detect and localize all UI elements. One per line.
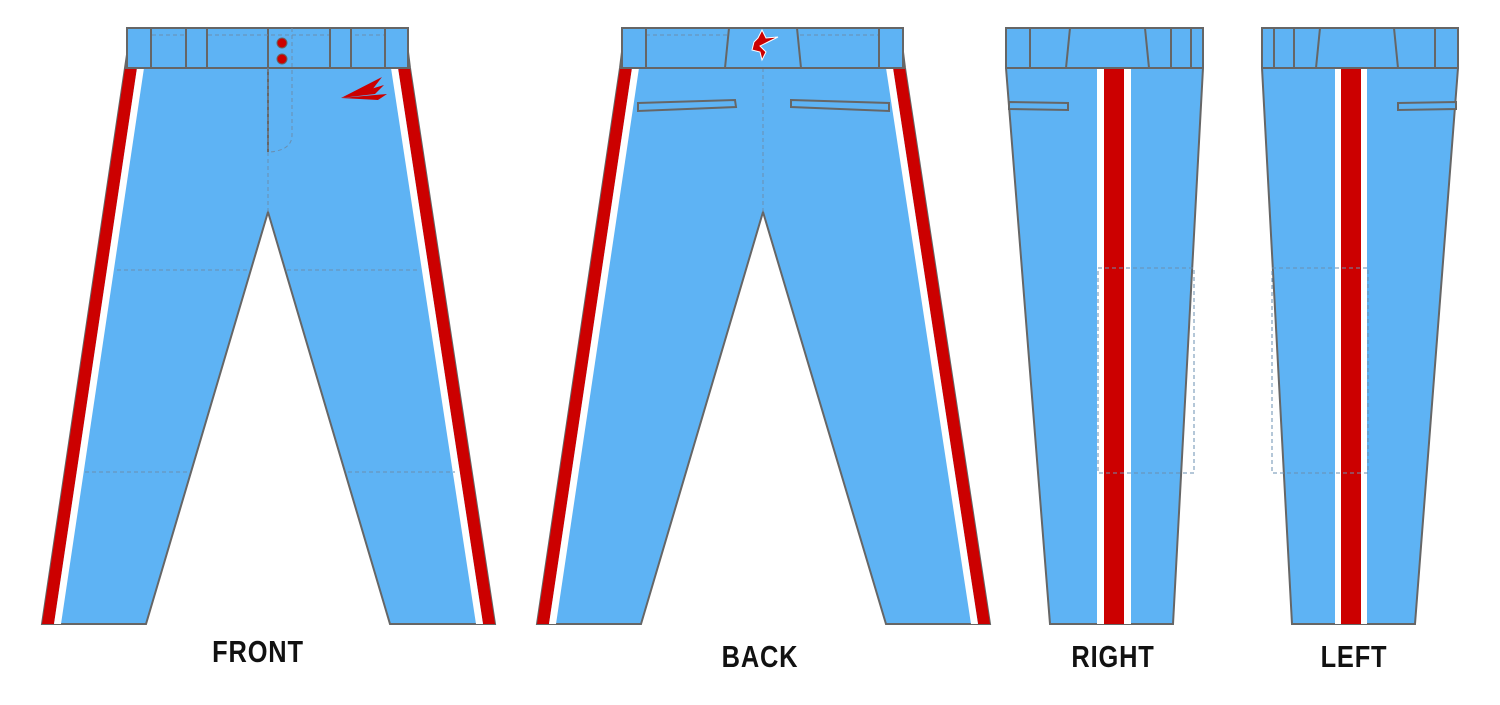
back-pocket <box>790 98 890 113</box>
left-red-stripe <box>1341 68 1361 624</box>
back-pocket <box>637 98 738 113</box>
back-left-red-stripe <box>537 68 632 624</box>
button <box>276 53 288 65</box>
marlin-logo-icon <box>751 28 779 62</box>
back-right-red-stripe <box>893 68 990 624</box>
belt-loop <box>185 27 208 69</box>
belt-loop <box>384 27 409 69</box>
back-view <box>535 27 992 625</box>
front-left-red-stripe <box>42 68 137 624</box>
trident-arrow-logo-icon <box>341 77 387 100</box>
left-view <box>1261 27 1459 625</box>
front-fly-stitch <box>269 28 293 153</box>
right-label: RIGHT <box>1071 639 1155 674</box>
right-view <box>1005 27 1204 625</box>
left-label: LEFT <box>1320 639 1388 674</box>
front-label: FRONT <box>212 634 304 669</box>
belt-loop <box>126 27 152 69</box>
belt-loop <box>1170 27 1192 69</box>
front-view <box>40 27 497 625</box>
belt-loop <box>1273 27 1295 69</box>
belt-loop <box>1005 27 1031 69</box>
front-right-white-stripe <box>391 68 483 624</box>
back-label: BACK <box>721 639 799 674</box>
belt-loop <box>878 27 904 69</box>
right-red-stripe <box>1104 68 1124 624</box>
front-left-white-stripe <box>54 68 144 624</box>
belt-loop <box>329 27 352 69</box>
button <box>276 37 288 49</box>
belt-loop <box>1434 27 1459 69</box>
side-pocket <box>1008 100 1069 112</box>
back-right-white-stripe <box>886 68 978 624</box>
back-yoke-patch <box>723 27 803 69</box>
front-right-red-stripe <box>398 68 495 624</box>
belt-loop <box>621 27 647 69</box>
side-pocket <box>1397 100 1457 112</box>
back-left-white-stripe <box>549 68 639 624</box>
